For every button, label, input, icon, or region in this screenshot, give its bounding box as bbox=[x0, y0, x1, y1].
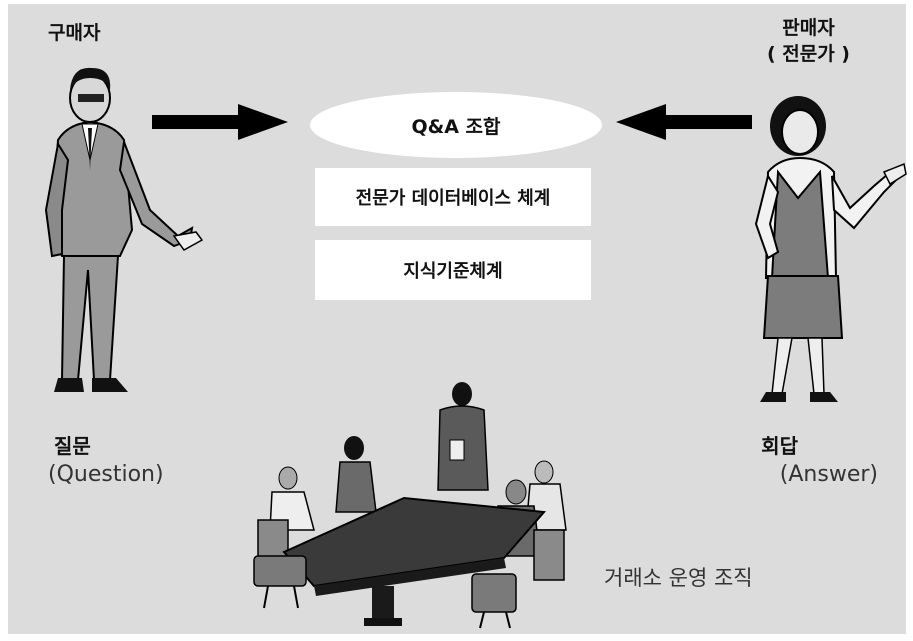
answer-label-ko: 회답 bbox=[761, 434, 798, 458]
seller-title: 판매자 ( 전문가 ) bbox=[767, 16, 850, 67]
seller-figure-icon bbox=[754, 96, 907, 402]
buyer-figure-icon bbox=[44, 67, 204, 392]
qa-combination-ellipse: Q&A 조합 bbox=[310, 92, 602, 158]
answer-label-en: (Answer) bbox=[779, 462, 878, 487]
meeting-table-icon bbox=[253, 382, 567, 629]
knowledge-base-box: 지식기준체계 bbox=[315, 240, 591, 300]
question-label-en: (Question) bbox=[48, 462, 164, 487]
exchange-organization-label: 거래소 운영 조직 bbox=[604, 566, 753, 590]
seller-title-line2: ( 전문가 ) bbox=[766, 42, 850, 65]
question-label-ko: 질문 bbox=[54, 434, 91, 458]
seller-title-line1: 판매자 bbox=[782, 17, 835, 39]
arrow-left-icon bbox=[616, 104, 752, 140]
buyer-title: 구매자 bbox=[48, 22, 101, 44]
arrow-right-icon bbox=[152, 104, 288, 140]
expert-database-box: 전문가 데이터베이스 체계 bbox=[315, 168, 591, 226]
diagram-canvas: 구매자 판매자 ( 전문가 ) Q&A 조합 전문가 데이터베이스 체계 지식기… bbox=[8, 4, 907, 634]
